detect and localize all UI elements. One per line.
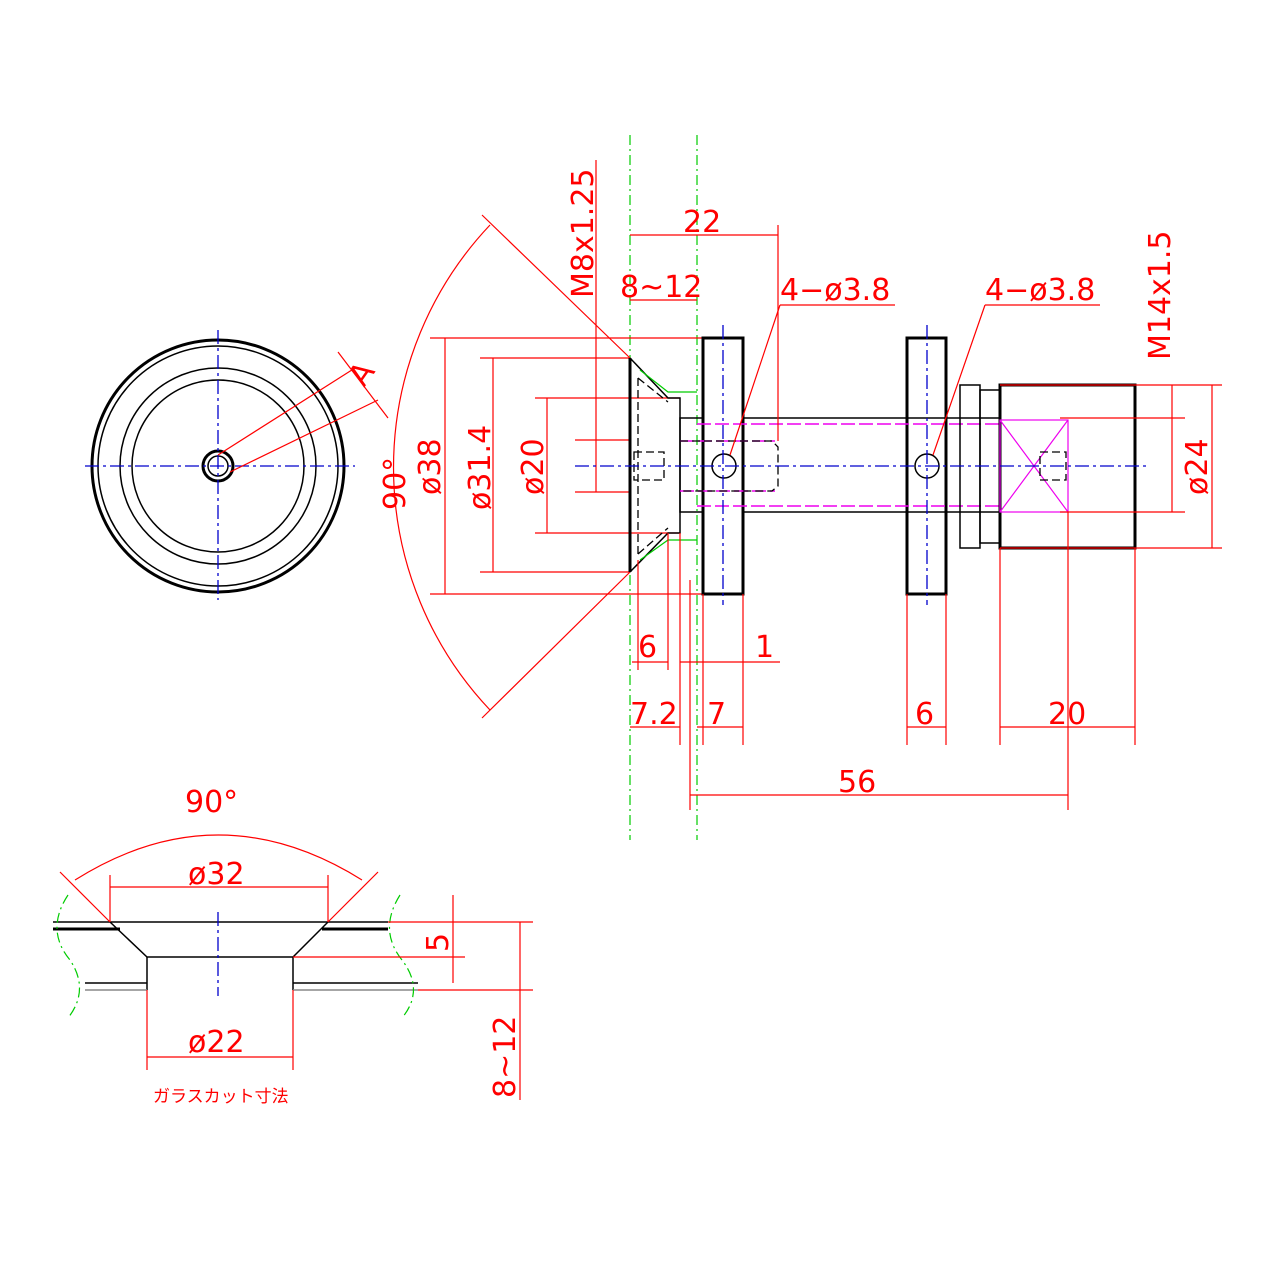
glass-cut-section: 90° ø32 ø22 5 8~12 ガラスカット寸法 [53, 785, 533, 1107]
thickness-8-12-label: 8~12 [488, 1016, 523, 1098]
angle-90-label: 90° [378, 457, 413, 510]
dim-6b-label: 6 [915, 697, 934, 732]
front-view: A [85, 330, 389, 600]
glass-8-12-label: 8~12 [620, 270, 702, 305]
dia-20-label: ø20 [516, 438, 551, 495]
side-view: 90° ø38 ø31.4 ø20 M8x1.25 22 8~12 4−ø3.8… [378, 135, 1222, 840]
dim-56-label: 56 [838, 765, 876, 800]
length-22-label: 22 [683, 205, 721, 240]
glass-cut-caption: ガラスカット寸法 [153, 1087, 289, 1107]
thread-m8-label: M8x1.25 [566, 168, 601, 298]
depth-5-label: 5 [421, 933, 456, 952]
dim-20-label: 20 [1048, 697, 1086, 732]
holes-right-label: 4−ø3.8 [985, 273, 1095, 308]
holes-left-label: 4−ø3.8 [780, 273, 890, 308]
dim-7-label: 7 [707, 697, 726, 732]
dia-24-label: ø24 [1180, 438, 1215, 495]
dia-22-label: ø22 [188, 1025, 245, 1060]
dia-38-label: ø38 [413, 438, 448, 495]
dia-31-4-label: ø31.4 [463, 425, 498, 510]
thread-m14-label: M14x1.5 [1143, 230, 1178, 360]
dim-6a-label: 6 [638, 630, 657, 665]
glass-angle-90-label: 90° [185, 785, 238, 820]
dim-1-label: 1 [755, 630, 774, 665]
dim-7-2-label: 7.2 [630, 697, 678, 732]
dia-32-label: ø32 [188, 857, 245, 892]
detail-label-a: A [342, 355, 383, 392]
